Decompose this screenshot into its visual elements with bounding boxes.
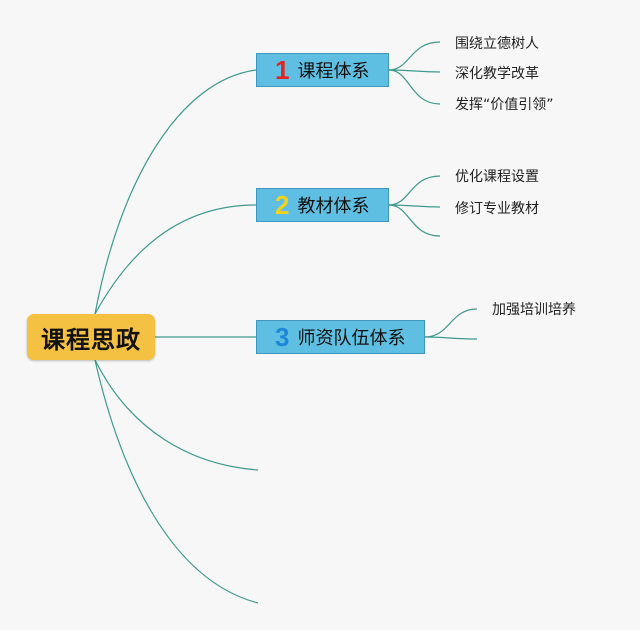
leaf-node[interactable]: 深化教学改革 bbox=[455, 66, 539, 82]
topic-node-course-system[interactable]: 1 课程体系 bbox=[256, 53, 389, 87]
topic-label: 师资队伍体系 bbox=[297, 328, 406, 349]
root-node-label: 课程思政 bbox=[41, 325, 141, 354]
connector-root-empty1 bbox=[94, 359, 259, 471]
leaf-node[interactable]: 修订专业教材 bbox=[455, 201, 539, 217]
topic-number: 1 bbox=[275, 55, 290, 85]
leaf-node[interactable]: 围绕立德树人 bbox=[455, 36, 539, 52]
connector-topic3-leaf1 bbox=[424, 308, 478, 338]
topic-number: 3 bbox=[275, 322, 290, 352]
connector-topic1-leaf1 bbox=[388, 41, 441, 71]
connector-topic2-leaf1 bbox=[388, 175, 441, 206]
connector-root-empty2 bbox=[94, 359, 259, 604]
leaf-node[interactable]: 加强培训培养 bbox=[492, 302, 576, 318]
connector-topic1-leaf2 bbox=[388, 69, 441, 73]
leaf-node[interactable]: 发挥“价值引领” bbox=[455, 97, 554, 113]
connector-root-topic1 bbox=[94, 69, 257, 315]
connector-root-topic2 bbox=[94, 204, 257, 315]
leaf-node[interactable]: 优化课程设置 bbox=[455, 169, 539, 185]
topic-label: 课程体系 bbox=[297, 61, 370, 82]
root-node[interactable]: 课程思政 bbox=[27, 314, 155, 360]
connector-topic1-leaf3 bbox=[388, 69, 441, 105]
topic-label: 教材体系 bbox=[297, 196, 370, 217]
topic-node-faculty-system[interactable]: 3 师资队伍体系 bbox=[256, 320, 425, 354]
topic-node-textbook-system[interactable]: 2 教材体系 bbox=[256, 188, 389, 222]
topic-number: 2 bbox=[275, 190, 290, 220]
connector-topic2-empty bbox=[388, 204, 441, 237]
connector-topic3-empty bbox=[424, 336, 478, 340]
